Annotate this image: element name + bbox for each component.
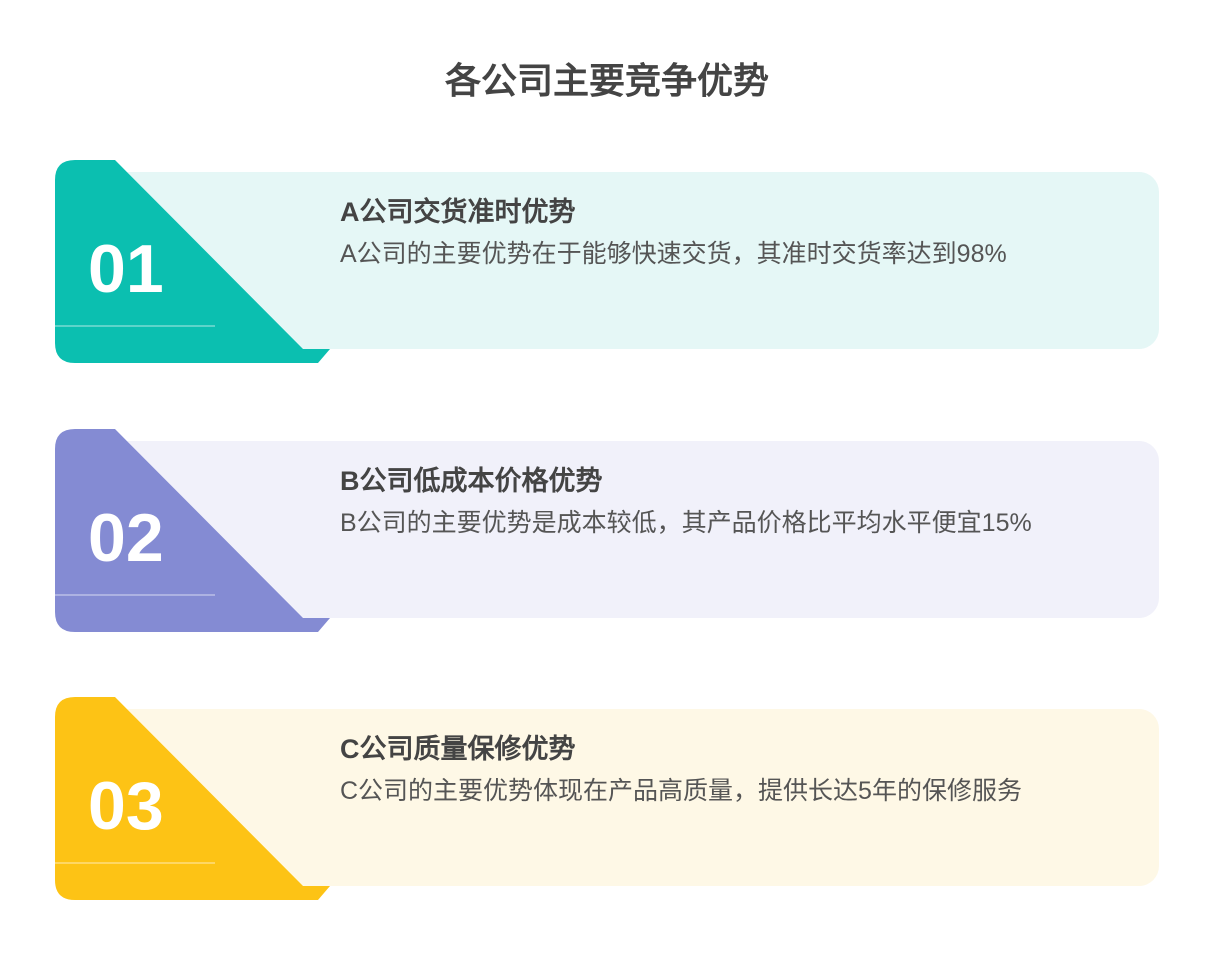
number-badge bbox=[55, 429, 330, 632]
advantage-card-a: 01 A公司交货准时优势 A公司的主要优势在于能够快速交货，其准时交货率达到98… bbox=[55, 160, 1159, 364]
card-number: 01 bbox=[88, 231, 164, 307]
advantage-card-c: 03 C公司质量保修优势 C公司的主要优势体现在产品高质量，提供长达5年的保修服… bbox=[55, 697, 1159, 901]
number-badge bbox=[55, 160, 330, 363]
card-number: 02 bbox=[88, 500, 164, 576]
page-title: 各公司主要竞争优势 bbox=[444, 60, 769, 101]
card-description: B公司的主要优势是成本较低，其产品价格比平均水平便宜15% bbox=[340, 509, 1032, 537]
card-panel bbox=[115, 172, 1159, 349]
card-panel bbox=[115, 441, 1159, 618]
card-title: C公司质量保修优势 bbox=[340, 734, 576, 764]
card-title: B公司低成本价格优势 bbox=[340, 466, 603, 496]
card-description: C公司的主要优势体现在产品高质量，提供长达5年的保修服务 bbox=[340, 777, 1022, 805]
advantage-card-b: 02 B公司低成本价格优势 B公司的主要优势是成本较低，其产品价格比平均水平便宜… bbox=[55, 429, 1159, 633]
number-badge bbox=[55, 697, 330, 900]
card-description: A公司的主要优势在于能够快速交货，其准时交货率达到98% bbox=[340, 240, 1007, 268]
card-title: A公司交货准时优势 bbox=[340, 197, 576, 227]
card-number: 03 bbox=[88, 768, 164, 844]
card-panel bbox=[115, 709, 1159, 886]
